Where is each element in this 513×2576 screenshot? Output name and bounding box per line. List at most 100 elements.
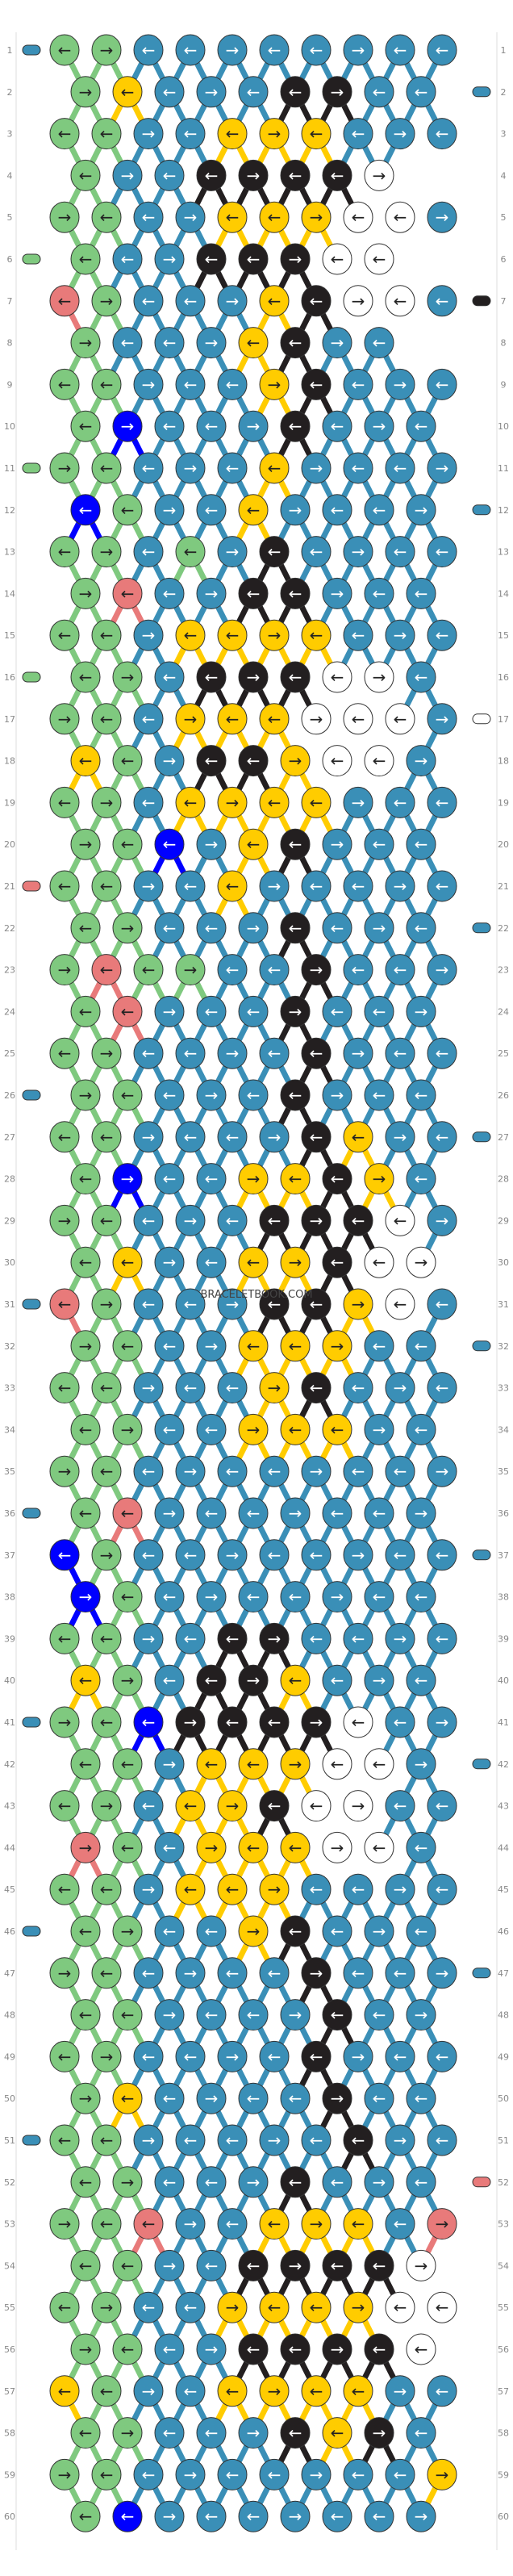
knot-direction-arrow: ← [184, 374, 198, 394]
knot: → [238, 1413, 269, 1445]
knot-direction-arrow: → [436, 960, 449, 980]
knot: ← [259, 1455, 290, 1487]
knot-shape [343, 786, 373, 818]
knot: ← [154, 1413, 185, 1445]
knot-direction-arrow: → [121, 667, 135, 687]
knot: ← [217, 2375, 248, 2407]
row-label-right: 3 [501, 129, 507, 140]
knot-direction-arrow: ← [352, 1880, 365, 1899]
knot-direction-arrow: ← [58, 2298, 72, 2317]
knot: ← [133, 1957, 164, 1989]
knot-direction-arrow: ← [142, 40, 156, 60]
knot: ← [49, 368, 80, 400]
pattern-knots: ← → ← ← → ← ← → ← ← → ← ← → ← ← → ← ← ← ← → ← ← → ← ← → ← ← → ← ← → ← ← → → ← ←… [49, 34, 457, 2532]
knot-shape [238, 1330, 269, 1362]
knot-direction-arrow: → [415, 500, 428, 520]
knot-direction-arrow: ← [268, 458, 282, 478]
knot: ← [217, 703, 248, 735]
knot-shape [301, 285, 332, 317]
knot-direction-arrow: ← [289, 1587, 302, 1607]
row-label-left: 44 [4, 1842, 15, 1853]
knot-direction-arrow: ← [184, 876, 198, 896]
knot: ← [238, 1581, 269, 1613]
knot-direction-arrow: → [100, 1796, 114, 1816]
knot: ← [301, 1539, 332, 1571]
knot: ← [301, 2375, 332, 2407]
knot: → [343, 285, 373, 317]
knot-direction-arrow: → [331, 2089, 344, 2108]
knot-shape [70, 1246, 101, 1278]
knot: ← [364, 1831, 394, 1863]
knot-shape [133, 34, 164, 66]
knot-shape [427, 1121, 457, 1153]
knot-direction-arrow: → [394, 2382, 407, 2401]
knot-direction-arrow: ← [394, 458, 407, 478]
knot: ← [301, 870, 332, 902]
knot: ← [91, 1372, 122, 1404]
knot: ← [91, 1873, 122, 1905]
knot: ← [364, 1330, 394, 1362]
row-label-left: 40 [4, 1675, 15, 1686]
knot: ← [280, 1079, 311, 1111]
knot: ← [238, 2082, 269, 2114]
knot-shape [91, 870, 122, 902]
row-label-right: 11 [498, 463, 509, 474]
knot-direction-arrow: → [184, 2465, 198, 2484]
knot-shape [343, 1455, 373, 1487]
knot: ← [406, 577, 436, 609]
knot-direction-arrow: ← [226, 876, 240, 896]
row-label-left: 60 [4, 2511, 15, 2522]
knot-direction-arrow: ← [310, 2382, 323, 2401]
knot: ← [70, 661, 101, 693]
knot-direction-arrow: → [226, 2047, 240, 2066]
knot-shape [301, 870, 332, 902]
knot: ← [49, 536, 80, 568]
knot: → [406, 1999, 436, 2031]
knot-shape [175, 1372, 206, 1404]
knot-shape [217, 118, 248, 150]
knot: → [217, 285, 248, 317]
knot: ← [427, 2124, 457, 2156]
knot: → [217, 2291, 248, 2323]
knot-direction-arrow: ← [79, 165, 93, 185]
knot-direction-arrow: ← [58, 876, 72, 896]
knot-shape [427, 1037, 457, 1069]
knot-shape [259, 1873, 290, 1905]
knot: ← [343, 1622, 373, 1654]
knot-shape [406, 1079, 436, 1111]
knot-direction-arrow: → [121, 1671, 135, 1690]
row-label-left: 42 [4, 1759, 15, 1770]
knot-shape [385, 1539, 415, 1571]
knot: → [385, 2375, 415, 2407]
knot: → [49, 2208, 80, 2240]
knot-shape [133, 2040, 164, 2072]
knot-shape [70, 2082, 101, 2114]
knot: ← [175, 1037, 206, 1069]
knot-shape [175, 118, 206, 150]
knot-direction-arrow: → [247, 1169, 261, 1189]
knot: → [49, 1204, 80, 1236]
knot-direction-arrow: → [436, 1462, 449, 1481]
knot-shape [238, 661, 269, 693]
knot-direction-arrow: ← [247, 1085, 261, 1105]
knot-shape [112, 661, 143, 693]
knot-shape [322, 2166, 352, 2198]
knot-shape [49, 1622, 80, 1654]
knot-shape [217, 2040, 248, 2072]
knot-direction-arrow: → [79, 2089, 93, 2108]
knot: → [196, 1831, 227, 1863]
row-label-right: 60 [498, 2511, 509, 2522]
knot-shape [385, 2375, 415, 2407]
knot: → [154, 745, 185, 777]
knot-direction-arrow: ← [121, 1002, 135, 1021]
knot-direction-arrow: ← [415, 1922, 428, 1941]
knot-shape [196, 2082, 227, 2114]
knot-shape [406, 1581, 436, 1613]
knot: ← [322, 1664, 352, 1696]
knot: ← [112, 745, 143, 777]
knot-direction-arrow: → [121, 1922, 135, 1941]
knot-direction-arrow: → [205, 1587, 219, 1607]
knot: → [70, 1330, 101, 1362]
knot-direction-arrow: ← [436, 40, 449, 60]
knot: → [427, 1455, 457, 1487]
